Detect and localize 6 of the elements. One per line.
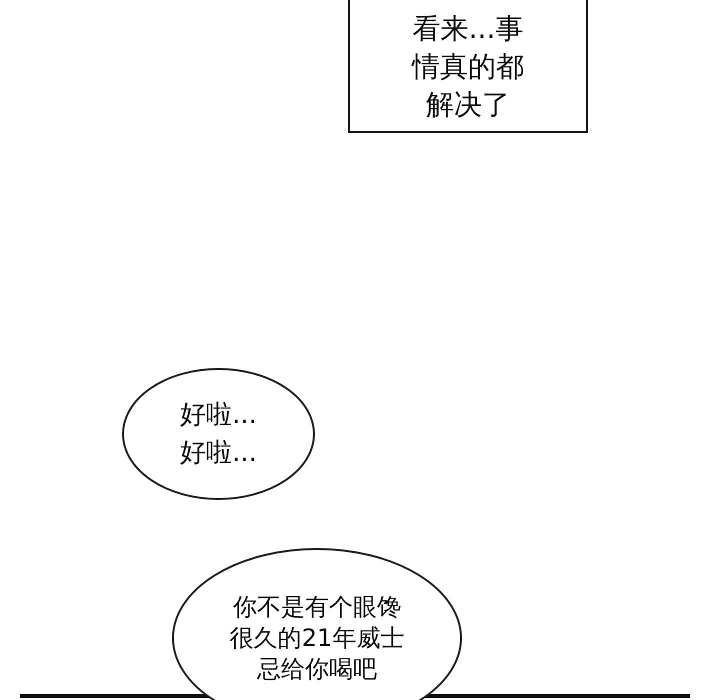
speech-bubble [122,368,315,500]
speech-bubble [172,548,462,700]
dialogue-text: 你不是有个眼馋很久的21年威士忌给你喝吧 [230,592,404,684]
caption-box [348,0,588,133]
dialogue-text: 好啦...好啦... [179,399,258,470]
caption-text: 看来...事情真的都解决了 [410,10,525,122]
